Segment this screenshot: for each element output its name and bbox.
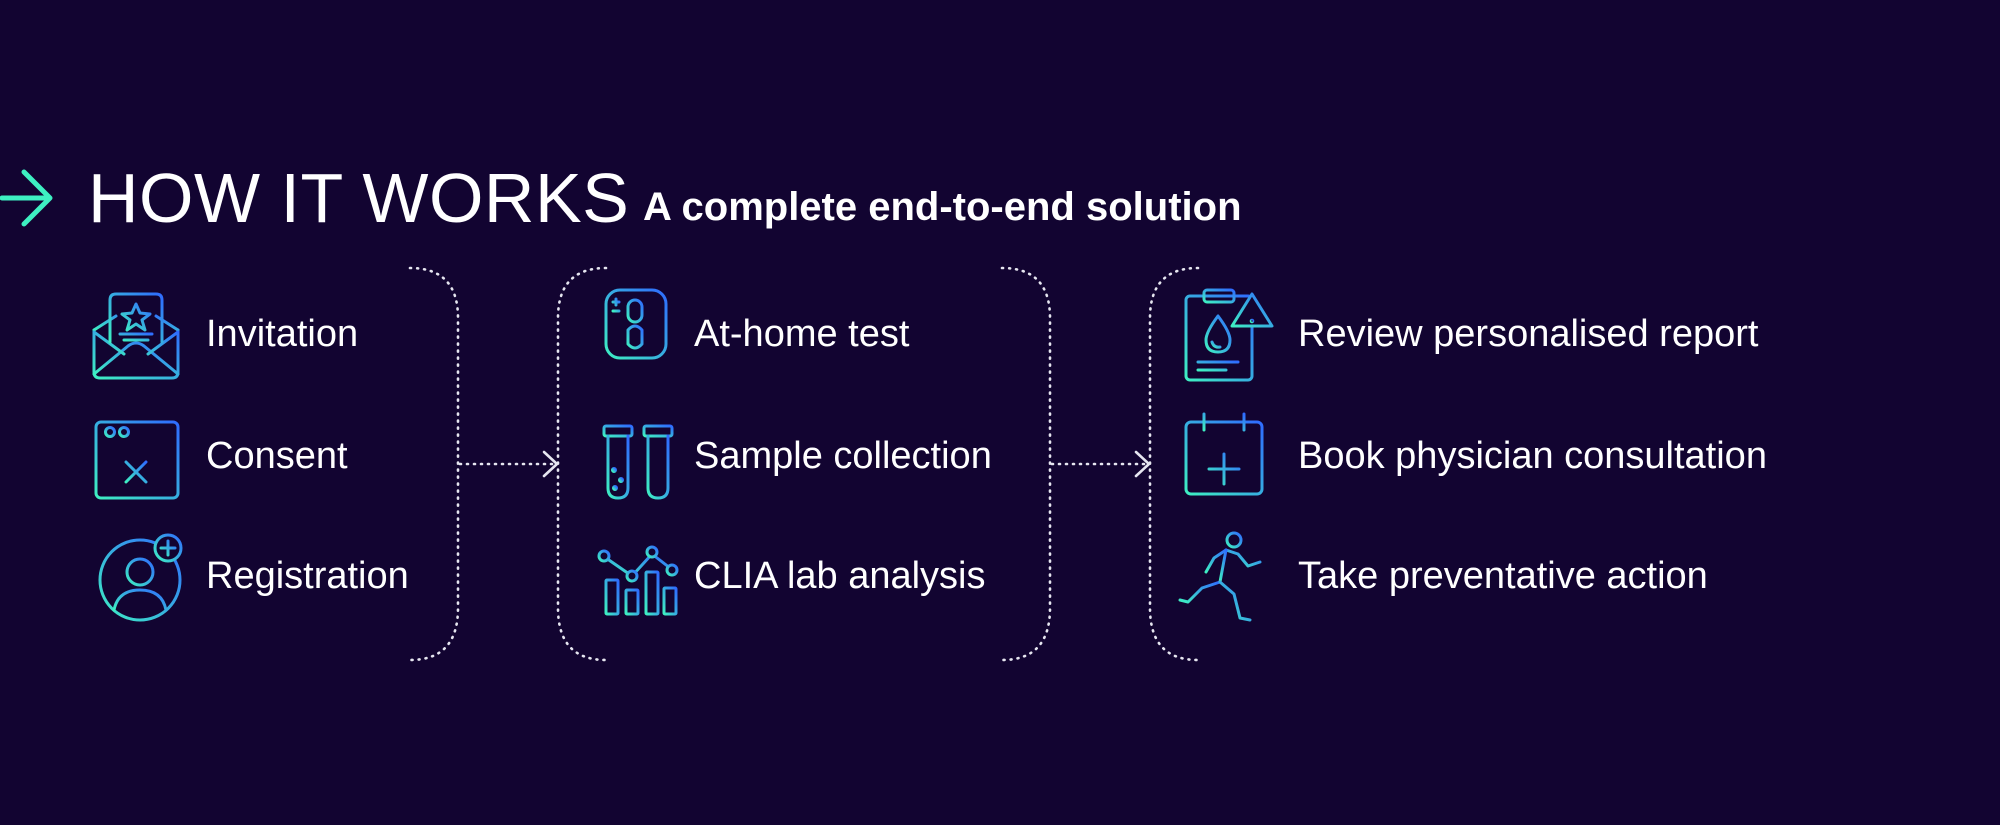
step-clia-lab-analysis: CLIA lab analysis (592, 528, 1012, 624)
step-label: Consent (206, 435, 348, 477)
step-label: Take preventative action (1298, 555, 1708, 597)
arrow-right-icon (0, 169, 53, 227)
step-invitation: Invitation (88, 286, 418, 382)
envelope-star-icon (88, 286, 184, 382)
page-subtitle: A complete end-to-end solution (643, 185, 1242, 229)
calendar-add-icon (1178, 408, 1274, 504)
step-sample-collection: Sample collection (592, 408, 1012, 504)
bar-chart-analysis-icon (592, 528, 688, 624)
step-book-physician-consultation: Book physician consultation (1178, 408, 1818, 504)
step-review-personalised-report: Review personalised report (1178, 286, 1818, 382)
connector-arrowhead-2 (1134, 450, 1151, 478)
user-add-icon (88, 528, 184, 624)
test-device-icon (592, 286, 688, 382)
runner-icon (1178, 528, 1274, 624)
step-label: Invitation (206, 313, 359, 355)
step-take-preventative-action: Take preventative action (1178, 528, 1818, 624)
step-label: At-home test (694, 313, 910, 355)
step-label: Registration (206, 555, 409, 597)
page-title: HOW IT WORKS (88, 159, 630, 237)
step-label: Sample collection (694, 435, 992, 477)
test-tubes-icon (592, 408, 688, 504)
step-label: CLIA lab analysis (694, 555, 986, 597)
step-consent: Consent (88, 408, 418, 504)
browser-window-x-icon (88, 408, 184, 504)
report-alert-icon (1178, 286, 1274, 382)
step-registration: Registration (88, 528, 418, 624)
step-label: Book physician consultation (1298, 435, 1767, 477)
connector-arrowhead-1 (542, 450, 559, 478)
step-at-home-test: At-home test (592, 286, 1012, 382)
step-label: Review personalised report (1298, 313, 1759, 355)
